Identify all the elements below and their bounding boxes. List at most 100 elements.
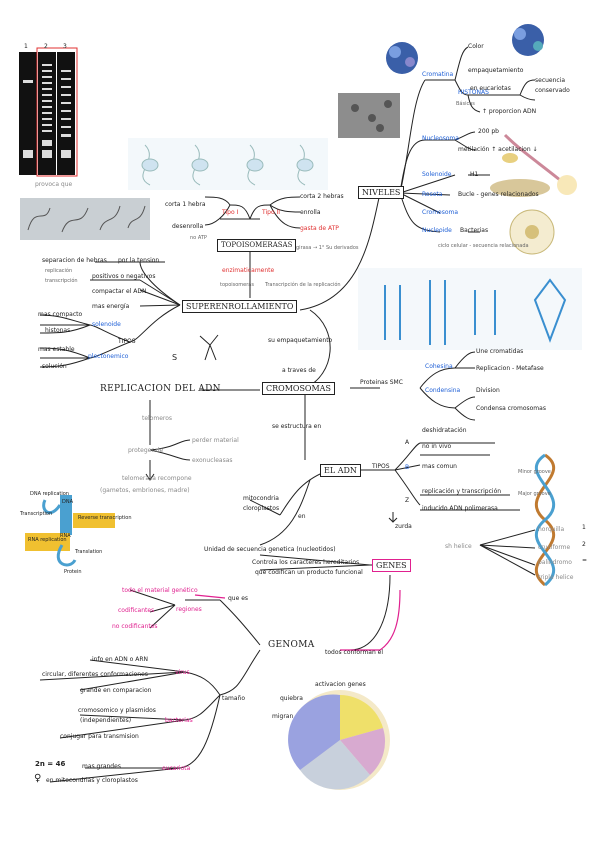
cohesina: Cohesina (425, 363, 453, 370)
su-empaquetamiento: su empaquetamiento (268, 337, 333, 344)
dogma-dna-rep: DNA replication (30, 491, 69, 497)
superenrollamiento-node: SUPERENROLLAMIENTO (182, 300, 298, 313)
dogma-protein: Protein (64, 569, 82, 575)
migran: migran (272, 713, 294, 720)
perder-material: perder material (192, 437, 239, 444)
condensina: Condensina (425, 387, 461, 394)
num-1: 1 (582, 524, 586, 531)
topo2-cuts: corta 2 hebras (300, 193, 344, 200)
palindromo: palindromo (538, 559, 572, 566)
exonucleasas: exonucleasas (192, 457, 233, 464)
plectonemico-type: plectonemico (88, 353, 129, 360)
tipos-label: TIPOS (118, 338, 136, 345)
topo-type2: Tipo II (262, 209, 281, 216)
solenoide-level: Solenoide (422, 171, 452, 178)
200pb: 200 pb (478, 128, 499, 135)
division: Division (476, 387, 500, 394)
bacterias-note: Bacterias (460, 227, 489, 234)
gel-caption: provoca que (35, 181, 73, 188)
cromosoma-level: Cromosoma (422, 209, 459, 216)
compactar: compactar el ADN (92, 288, 147, 295)
en-label: en (298, 513, 306, 520)
color-label: Color (468, 43, 484, 50)
dogma-translation: Translation (75, 549, 103, 555)
conjugar: conjugar para transmision (60, 733, 139, 740)
mitocondria: mitocondria (243, 495, 279, 502)
minor-groove: Minor groove (518, 469, 551, 475)
proporcion-adn: ↑ proporcion ADN (482, 108, 537, 115)
replicacion-note: replicación (45, 268, 73, 274)
secuencia-note: secuencia (535, 77, 566, 84)
tamano: tamaño (222, 695, 246, 702)
bacterias-genome: bacterias (165, 717, 193, 724)
major-groove: Major groove (518, 491, 551, 497)
nucleoide-level: Nucleoide (422, 227, 452, 234)
condensa-cromosomas: Condensa cromosomas (476, 405, 546, 412)
genome-pie-image (288, 690, 390, 790)
niveles-small: ciclo celular - secuencia relacionada (438, 243, 529, 249)
por-tension: por la tension (118, 257, 160, 264)
eucariota-genome: eucariota (162, 765, 191, 772)
sep-hebras: separacion de hebras (42, 257, 107, 264)
dogma-transcription: Transcription (20, 511, 53, 517)
adn-tipos: TIPOS (372, 463, 390, 470)
conservado-note: conservado (535, 87, 570, 94)
circular-conf: circular, diferentes conformaciones (42, 671, 148, 678)
roseta-level: Roseta (422, 191, 443, 198)
topo-small1: topoisomeras (220, 282, 254, 288)
replicacion-title: REPLICACION DEL ADN (100, 384, 221, 394)
proteger-de: proteger de (128, 447, 164, 454)
histonas-note: histonas (45, 327, 71, 334)
genes-node: GENES (372, 559, 411, 572)
num-eq: = (582, 557, 588, 564)
empaquetamiento: empaquetamiento (468, 67, 524, 74)
independientes: (independientes) (80, 717, 132, 724)
type-z: Z (405, 497, 410, 504)
protein-structure-images (338, 24, 544, 138)
unidad-secuencia: Unidad de secuencia genetica (nucleotido… (204, 546, 336, 553)
topo1-cuts: corta 1 hebra (165, 201, 206, 208)
transcripcion-note: transcripción (45, 278, 78, 284)
inducido-polimerasa: inducido ADN polimerasa (422, 505, 498, 512)
deshidratacion: deshidratación (422, 427, 467, 434)
svg-text:S: S (172, 353, 177, 362)
pos-neg: positivos o negativos (92, 273, 156, 280)
gel-lane-1: 1 (24, 43, 28, 50)
dogma-rna: RNA (60, 533, 71, 539)
proteinas-smc: Proteinas SMC (360, 379, 403, 386)
activacion-genes: activacion genes (315, 681, 366, 688)
gel-electrophoresis-image (19, 47, 78, 177)
telomerasa-note: (gametos, embriones, madre) (100, 487, 190, 494)
topo-type1: Tipo I (222, 209, 239, 216)
basicas-note: Básicas (456, 101, 475, 107)
mas-estable: mas estable (38, 346, 75, 353)
mas-compacto: mas compacto (38, 311, 83, 318)
mito-cloro: en mitocondrias y cloroplastos (46, 777, 138, 784)
topoisomerasas-node: TOPOISOMERASAS (217, 239, 297, 252)
dogma-reverse: Reverse transcription (78, 515, 132, 521)
replic-transcr: replicación y transcripción (422, 488, 502, 495)
regiones: regiones (176, 606, 202, 613)
niveles-node: NIVELES (358, 186, 405, 199)
topo1-unwind: desenrolla (172, 223, 204, 230)
todo-material: todo el material genético (122, 587, 198, 594)
triple-helice: triple helice (538, 574, 574, 581)
une-cromatidas: Une cromatidas (476, 348, 524, 355)
nucleosoma-level: Nucleosoma (422, 135, 459, 142)
chromatin-fiber-images (490, 133, 577, 255)
sh-helice: sh helice (445, 543, 472, 550)
topo2-wind: enrolla (300, 209, 321, 216)
arrows (145, 470, 398, 523)
cromatina-level: Cromatina (422, 71, 454, 78)
histonas-level: HISTONAS (458, 89, 489, 96)
no-codificantes: no codificantes (112, 623, 158, 630)
hand-sketch: S (172, 334, 219, 362)
h1-note: H1 (470, 171, 479, 178)
info-adn-arn: info en ADN o ARN (92, 656, 149, 663)
todos-conforman: todos conforman el (325, 649, 384, 656)
codificantes: codificantes (118, 607, 155, 614)
topo-subtitle: enzimaticamente (222, 267, 275, 274)
topo-small2: Transcripción de la replicación (265, 282, 341, 288)
type-a: A (405, 439, 410, 446)
